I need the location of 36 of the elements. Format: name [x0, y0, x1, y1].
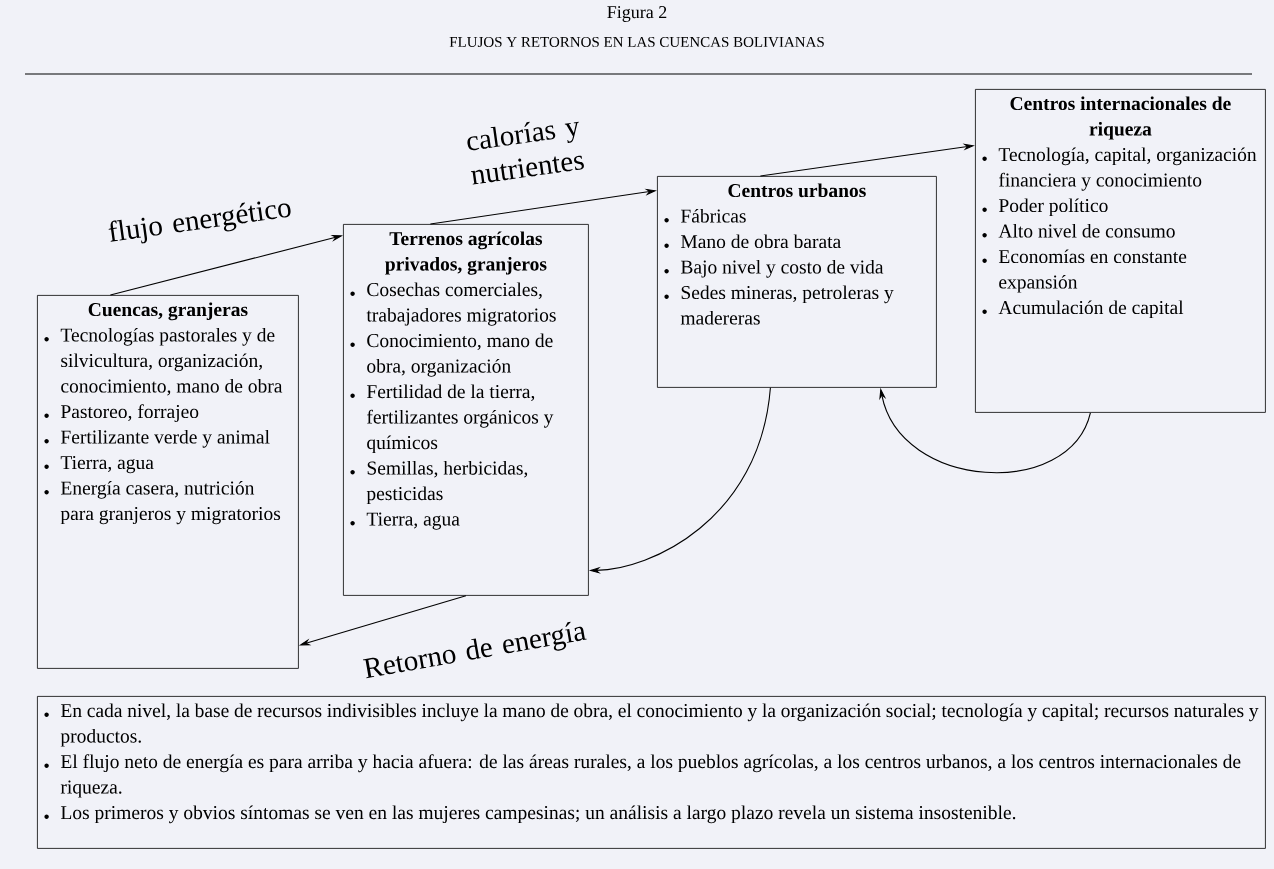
box-heading: Centros internacionales de riqueza	[1010, 96, 1231, 140]
info-box	[37, 295, 299, 669]
bullet-item: Fábricas	[664, 208, 746, 223]
bullet-item: Tierra, agua	[44, 456, 154, 474]
info-box	[657, 176, 937, 388]
info-box	[37, 696, 1266, 849]
bullet-item: Bajo nivel y costo de vida	[664, 259, 884, 278]
bullet-item: Energía casera, nutrición para granjeros y migratorios	[44, 480, 281, 525]
bullet-item: Semillas, herbicidas, pesticidas	[350, 460, 528, 505]
bullet-item: Acumulación de capital	[982, 300, 1184, 319]
bullet-item: Cosechas comerciales, trabajadores migratorios	[350, 282, 556, 326]
figure-title: Figura 2	[607, 6, 667, 22]
bullet-item: Tecnologías pastorales y de silvicultura, organización, conocimiento, mano de obra	[44, 327, 283, 396]
bullet-item: Los primeros y obvios síntomas se ven en las mujeres campesinas; un análisis a largo plazo revela un sistema insostenible.	[44, 805, 1016, 824]
bullet-item: Fertilidad de la tierra, fertilizantes orgánicos y químicos	[350, 384, 554, 454]
box-heading: Centros urbanos	[728, 183, 866, 198]
bullet-item: Alto nivel de consumo	[982, 223, 1175, 238]
box-heading: Terrenos agrícolas privados, granjeros	[385, 231, 547, 275]
bullet-item: Sedes mineras, petroleras y madereras	[664, 285, 894, 325]
box-heading: Cuencas, granjeras	[88, 302, 248, 321]
edge-label: flujo energético	[108, 201, 291, 244]
info-box	[343, 224, 589, 596]
bullet-item: Pastoreo, forrajeo	[44, 404, 199, 423]
edge-label: Retorno de energía	[363, 621, 587, 679]
bullet-item: Economías en constante expansión	[982, 249, 1187, 293]
figure-subtitle: FLUJOS Y RETORNOS EN LAS CUENCAS BOLIVIANAS	[449, 36, 824, 48]
bullet-item: Tierra, agua	[350, 512, 460, 530]
edge-label: calorías y nutrientes	[467, 121, 584, 185]
bullet-item: Conocimiento, mano de obra, organización	[350, 333, 553, 377]
info-box	[975, 89, 1266, 413]
bullet-item: En cada nivel, la base de recursos indivisibles incluye la mano de obra, el conocimiento y la organización social; tecnología y capital; recursos naturales y productos.	[44, 703, 1259, 747]
bullet-item: Mano de obra barata	[664, 234, 841, 249]
bullet-item: Tecnología, capital, organización financiera y conocimiento	[982, 147, 1257, 191]
bullet-item: Fertilizante verde y animal	[44, 429, 270, 448]
bullet-item: El flujo neto de energía es para arriba y hacia afuera: de las áreas rurales, a los pueblos agrícolas, a los centros urbanos, a los centros internacionales de riqueza.	[44, 754, 1241, 798]
bullet-item: Poder político	[982, 198, 1108, 217]
